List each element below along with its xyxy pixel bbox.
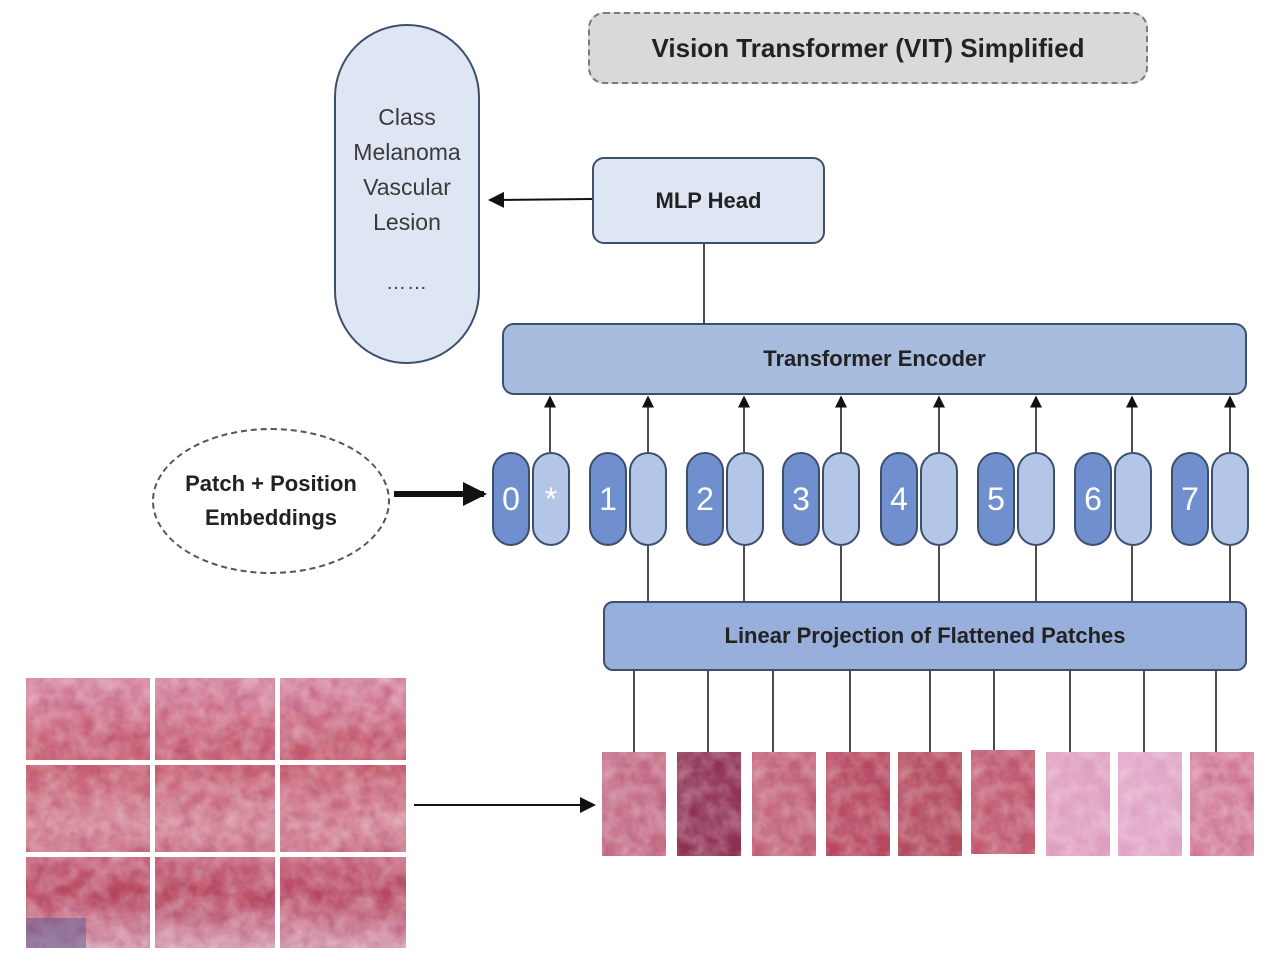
token-embed-7	[1211, 452, 1249, 546]
patch-image-8	[1118, 752, 1182, 856]
token-embed-0: *	[532, 452, 570, 546]
class-melanoma: Melanoma	[353, 139, 461, 165]
mlp-head-box: MLP Head	[592, 157, 825, 244]
token-embed-2	[726, 452, 764, 546]
token-index-0: 0	[492, 452, 530, 546]
diagram-title: Vision Transformer (VIT) Simplified	[588, 12, 1148, 84]
patch-image-6	[971, 750, 1035, 854]
patch-image-4	[826, 752, 890, 856]
token-index-6: 6	[1074, 452, 1112, 546]
token-index-5: 5	[977, 452, 1015, 546]
token-embed-5	[1017, 452, 1055, 546]
patch-image-5	[898, 752, 962, 856]
mlp-to-class-arrow	[488, 191, 593, 208]
token-embed-6	[1114, 452, 1152, 546]
token-index-1: 1	[589, 452, 627, 546]
input-image-grid	[26, 678, 406, 948]
patch-image-3	[752, 752, 816, 856]
class-ellipsis: ……	[386, 272, 428, 294]
token-embed-4	[920, 452, 958, 546]
embeddings-line1: Patch + Position	[185, 471, 357, 496]
class-lesion: Lesion	[373, 209, 441, 235]
patch-image-9	[1190, 752, 1254, 856]
token-index-7: 7	[1171, 452, 1209, 546]
class-output-box: Class Melanoma Vascular Lesion ……	[334, 24, 480, 364]
token-embed-1	[629, 452, 667, 546]
class-vascular: Vascular	[363, 174, 451, 200]
class-label: Class	[378, 104, 436, 130]
token-embed-3	[822, 452, 860, 546]
embeddings-line2: Embeddings	[204, 505, 337, 530]
embeddings-ellipse: Patch + Position Embeddings	[152, 428, 390, 574]
linear-projection-box: Linear Projection of Flattened Patches	[603, 601, 1247, 671]
token-index-2: 2	[686, 452, 724, 546]
token-index-4: 4	[880, 452, 918, 546]
transformer-encoder-box: Transformer Encoder	[502, 323, 1247, 395]
patch-image-1	[602, 752, 666, 856]
token-index-3: 3	[782, 452, 820, 546]
patch-image-2	[677, 752, 741, 856]
patch-image-7	[1046, 752, 1110, 856]
